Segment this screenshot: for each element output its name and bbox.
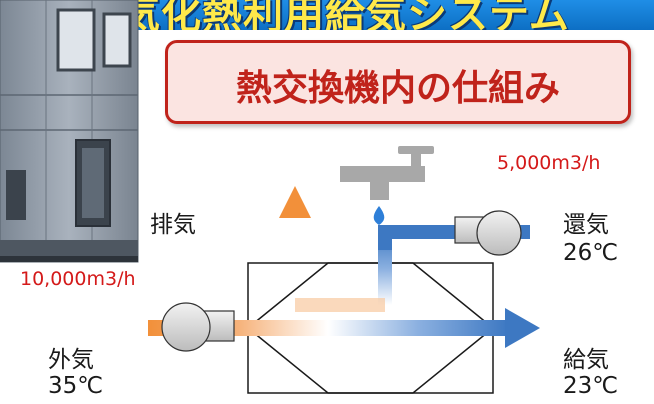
outside-air-label: 外気 — [48, 347, 94, 373]
outside-temp-label: 35℃ — [48, 373, 104, 399]
water-drop-icon — [373, 206, 385, 225]
fan-icon-return — [454, 210, 522, 256]
banner-title: 気化熱利用給気システム — [120, 0, 570, 30]
exhaust-arrow — [279, 186, 311, 218]
page-title: 熱交換機内の仕組み — [235, 68, 560, 109]
faucet-icon — [340, 146, 434, 200]
return-flow-label: 5,000m3/h — [497, 152, 601, 174]
supply-air-label: 給気 — [563, 347, 609, 373]
outside-flow-label: 10,000m3/h — [20, 268, 136, 290]
title-box: 熱交換機内の仕組み — [165, 40, 631, 124]
air-handling-unit-photo — [0, 0, 139, 263]
supply-air-pipe — [148, 320, 508, 336]
supply-temp-label: 23℃ — [563, 373, 619, 399]
return-air-label: 還気 — [563, 212, 609, 238]
exhaust-label: 排気 — [150, 212, 196, 238]
fan-icon-outside — [161, 302, 235, 352]
return-temp-label: 26℃ — [563, 240, 619, 266]
supply-arrow — [505, 308, 540, 348]
